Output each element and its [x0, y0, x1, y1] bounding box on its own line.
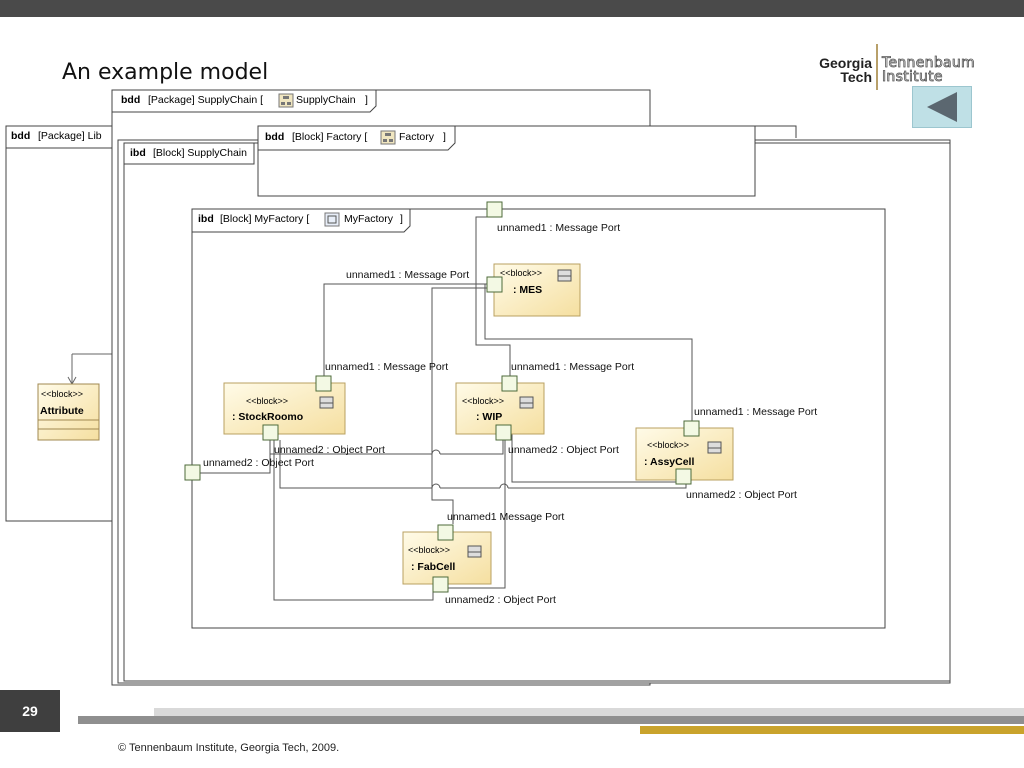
port-wip-message[interactable]	[501, 375, 518, 392]
port-left-boundary[interactable]	[184, 464, 201, 481]
svg-text:: WIP: : WIP	[476, 411, 502, 423]
footer-bar-gold	[640, 726, 1024, 734]
frame-myfactory-label: [Block] MyFactory [	[220, 213, 309, 225]
frame-bdd-package-lib: bdd [Package] Lib	[5, 125, 113, 522]
connector-stockroom-to-fabcell	[273, 440, 434, 601]
svg-text:: MES: : MES	[513, 284, 542, 296]
connector-mes-to-fabcell	[431, 287, 494, 524]
frame-factory-label: [Block] Factory [	[292, 131, 367, 143]
label-stockroom-obj: unnamed2 : Object Port	[274, 444, 385, 456]
back-button[interactable]	[912, 86, 972, 128]
label-mes-left: unnamed1 : Message Port	[346, 269, 469, 281]
svg-text:: FabCell: : FabCell	[411, 561, 455, 573]
connector-mes-to-stockroom	[323, 283, 494, 383]
logo-inst2: Institute	[882, 69, 943, 85]
svg-text:<<block>>: <<block>>	[246, 396, 288, 406]
frame-lib-kind: bdd	[11, 130, 30, 142]
svg-text:bdd: bdd	[265, 131, 284, 143]
ibd-icon	[324, 212, 340, 227]
svg-text:<<block>>: <<block>>	[462, 396, 504, 406]
block-mes[interactable]: <<block>> : MES	[493, 263, 581, 317]
attribute-name: Attribute	[40, 405, 84, 417]
frame-ibd-supplychain-label: [Block] SupplyChain	[153, 147, 247, 159]
top-bar	[0, 0, 1024, 17]
label-stockroom-msg: unnamed1 : Message Port	[325, 361, 448, 373]
label-top-boundary: unnamed1 : Message Port	[497, 222, 620, 234]
port-fabcell-message[interactable]	[437, 524, 454, 541]
svg-text:<<block>>: <<block>>	[500, 268, 542, 278]
svg-text:bdd: bdd	[121, 94, 140, 106]
label-assycell-msg: unnamed1 : Message Port	[694, 406, 817, 418]
attribute-stereotype: <<block>>	[41, 389, 83, 399]
port-mes-message[interactable]	[486, 276, 503, 293]
svg-text:<<block>>: <<block>>	[408, 545, 450, 555]
block-fabcell[interactable]: <<block>> : FabCell	[402, 531, 492, 585]
svg-text:]: ]	[443, 131, 446, 143]
label-wip-msg: unnamed1 : Message Port	[511, 361, 634, 373]
connector-mes-to-assycell	[484, 284, 693, 421]
page-number: 29	[0, 690, 60, 732]
logo-line1: Georgia	[819, 55, 872, 71]
georgia-tech-logo: Georgia Tech Tennenbaum Institute	[800, 42, 990, 92]
frame-supplychain-ref: SupplyChain	[296, 94, 356, 106]
port-top-boundary[interactable]	[486, 201, 503, 218]
block-structure-icon	[380, 130, 396, 145]
label-fabcell-obj: unnamed2 : Object Port	[445, 594, 556, 606]
copyright-text: © Tennenbaum Institute, Georgia Tech, 20…	[118, 742, 340, 754]
frame-supplychain-label: [Package] SupplyChain [	[148, 94, 263, 106]
svg-text:ibd: ibd	[198, 213, 214, 225]
frame-factory-ref: Factory	[399, 131, 435, 143]
frame-lib-label: [Package] Lib	[38, 130, 102, 142]
frame-myfactory-ref: MyFactory	[344, 213, 394, 225]
connector-stockroom-to-assycell	[279, 440, 432, 489]
back-arrow-icon	[927, 92, 957, 122]
logo-inst1: Tennenbaum	[882, 55, 976, 71]
svg-text:]: ]	[400, 213, 403, 225]
connector-mes-to-wip	[475, 284, 511, 383]
port-assycell-message[interactable]	[683, 420, 700, 437]
port-wip-object[interactable]	[495, 424, 512, 441]
label-wip-obj: unnamed2 : Object Port	[508, 444, 619, 456]
svg-text:: StockRoomo: : StockRoomo	[232, 411, 303, 423]
port-fabcell-object[interactable]	[432, 576, 449, 593]
logo-line2: Tech	[840, 69, 872, 85]
svg-text:: AssyCell: : AssyCell	[644, 456, 694, 468]
label-fabcell-msg: unnamed1 Message Port	[447, 511, 564, 523]
frame-bdd-block-factory: bdd [Block] Factory [ Factory ]	[257, 125, 797, 197]
port-stockroom-message[interactable]	[315, 375, 332, 392]
footer-bar-light	[154, 708, 1024, 716]
package-icon	[278, 93, 294, 108]
svg-text:]: ]	[365, 94, 368, 106]
slide-title: An example model	[62, 60, 269, 85]
port-assycell-object[interactable]	[675, 468, 692, 485]
label-assycell-obj: unnamed2 : Object Port	[686, 489, 797, 501]
attribute-block: <<block>> Attribute	[37, 353, 112, 441]
svg-text:ibd: ibd	[130, 147, 146, 159]
label-left-boundary: unnamed2 : Object Port	[203, 457, 314, 469]
svg-text:<<block>>: <<block>>	[647, 440, 689, 450]
footer-bar-gray	[78, 716, 1024, 724]
port-stockroom-object[interactable]	[262, 424, 279, 441]
